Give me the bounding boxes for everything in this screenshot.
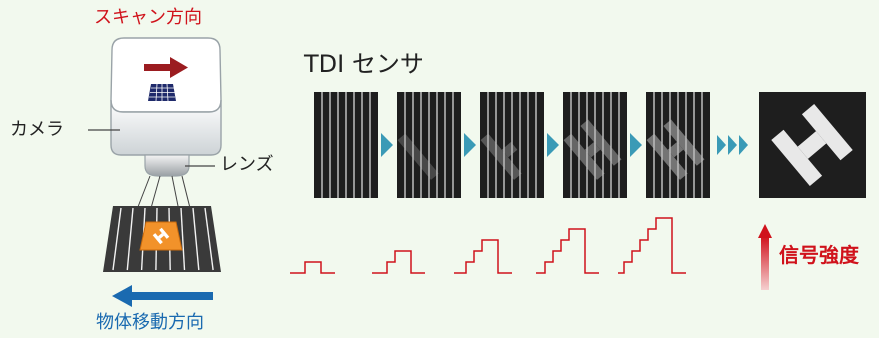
- sensor-frame-5: [646, 92, 710, 198]
- signal-steps: [290, 217, 686, 274]
- up-arrow-icon: [758, 224, 772, 290]
- signal-step-1: [290, 261, 335, 274]
- signal-step-5: [618, 217, 686, 274]
- sensor-frame-1: [314, 92, 378, 198]
- result-panel: [759, 92, 866, 198]
- flow-arrow-icon: [381, 133, 393, 157]
- signal-step-4: [536, 228, 599, 274]
- solar-grid-icon: [148, 83, 176, 102]
- lens: [144, 154, 190, 177]
- right-arrow-icon: [144, 57, 188, 78]
- flow-arrow-icon: [739, 135, 748, 155]
- sensor-frame-3: [480, 92, 544, 198]
- flow-arrow-icon: [717, 135, 726, 155]
- camera: [110, 37, 222, 177]
- flow-arrow-icon: [630, 133, 642, 157]
- lens-label: レンズ: [220, 154, 274, 175]
- sensor-frame-2: [397, 92, 461, 198]
- signal-step-3: [454, 239, 512, 274]
- object-direction-label: 物体移動方向: [96, 312, 204, 333]
- signal-step-2: [372, 250, 425, 274]
- flow-arrow-icon: [547, 133, 559, 157]
- flow-arrow-icon: [728, 135, 737, 155]
- left-arrow-icon: [112, 285, 213, 307]
- scan-direction-label: スキャン方向: [94, 7, 202, 28]
- sensor-title: TDI センサ: [304, 50, 424, 78]
- object-plate: [103, 206, 221, 272]
- signal-strength-label: 信号強度: [779, 243, 859, 267]
- camera-label: カメラ: [10, 119, 64, 140]
- h-shape-icon: [152, 227, 170, 245]
- flow-arrow-icon: [464, 133, 476, 157]
- result-h-shape: [771, 104, 853, 186]
- tdi-sensor-frames: [314, 92, 748, 198]
- sensor-frame-4: [563, 92, 627, 198]
